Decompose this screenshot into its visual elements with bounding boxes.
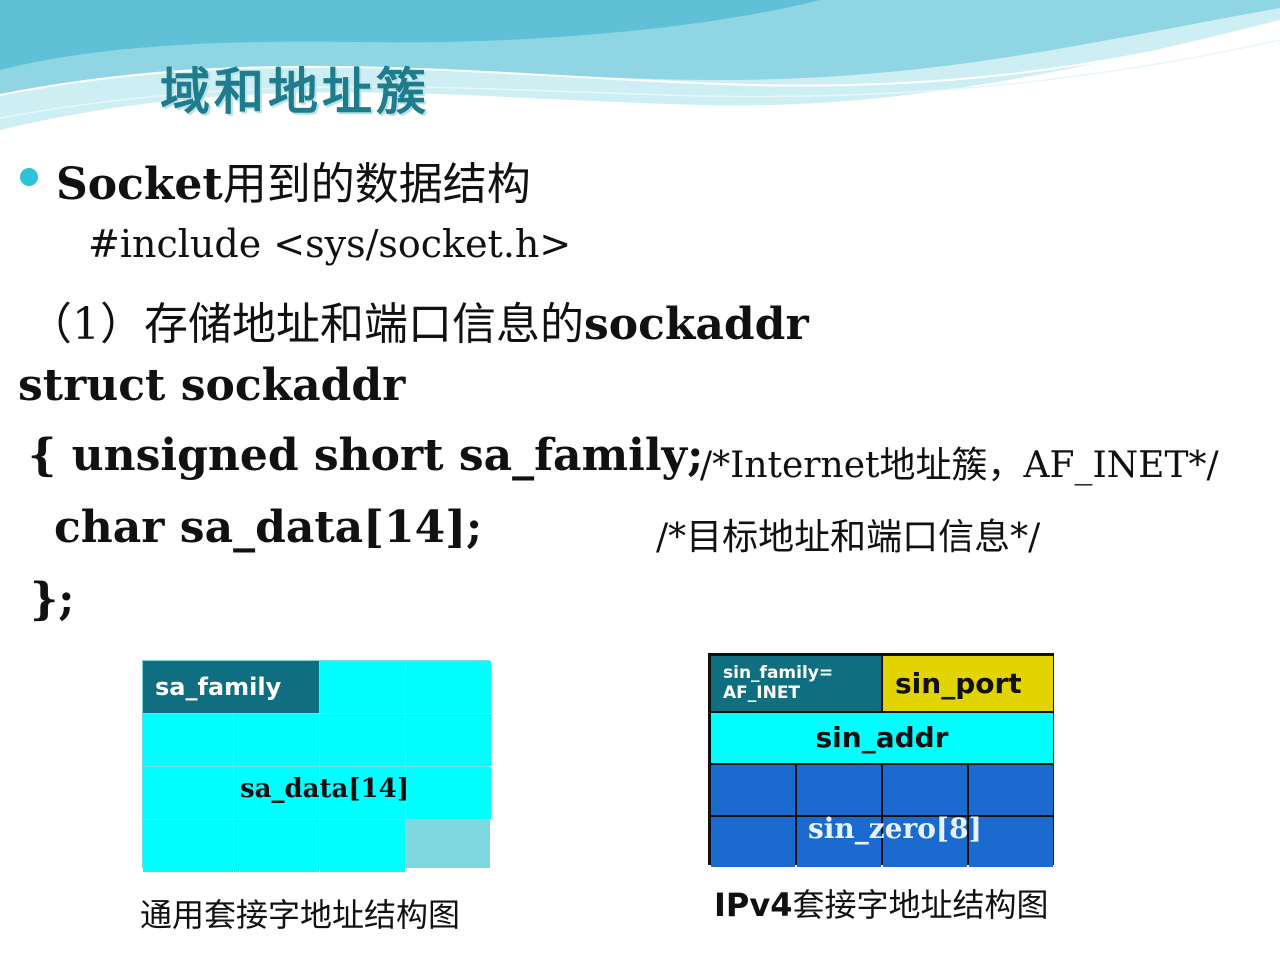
table-cell [320,820,405,872]
include-line: #include <sys/socket.h> [88,222,572,266]
table-cell [883,765,967,815]
generic-table-caption: 通用套接字地址结构图 [140,896,461,934]
sin-family-cell: sin_family= AF_INET [711,656,881,711]
sa-family-cell: sa_family [143,661,319,713]
code-family-line: { unsigned short sa_family; [28,430,704,481]
table-cell [797,817,881,867]
table-cell [969,817,1053,867]
bullet-cjk: 用到的数据结构 [222,159,531,210]
table-cell [797,765,881,815]
table-cell [234,714,319,766]
sin-addr-cell: sin_addr [711,713,1053,763]
sin-port-cell: sin_port [883,656,1053,711]
bullet-heading: Socket用到的数据结构 [56,148,531,212]
section-heading-cjk: （1）存储地址和端口信息的 [28,299,584,350]
table-cell [883,817,967,867]
sin-zero-label: sin_zero[8] [808,812,982,845]
sin-family-label: sin_family= [723,663,834,683]
table-cell [406,767,491,819]
ipv4-address-table: sin_family= AF_INET sin_port sin_addr [708,653,1054,867]
table-cell [320,714,405,766]
table-cell [969,765,1053,815]
table-cell [711,765,795,815]
sa-data-label: sa_data[14] [240,774,410,804]
code-struct-line: struct sockaddr [18,360,406,411]
code-data-comment: /*目标地址和端口信息*/ [656,517,1041,558]
slide-title: 域和地址簇 [160,62,430,121]
table-cell [406,714,491,766]
table-cell [234,820,319,872]
table-cell [711,817,795,867]
code-data-line: char sa_data[14]; [54,502,483,553]
bullet-dot-icon [20,168,38,186]
section-heading: （1）存储地址和端口信息的sockaddr [28,288,809,352]
table-cell [234,767,319,819]
ipv4-caption-cjk: 套接字地址结构图 [792,886,1049,924]
table-cell [320,661,405,713]
code-close-line: }; [30,574,75,625]
sin-family-value: AF_INET [723,683,801,703]
header-wave-decoration [0,0,1280,130]
table-cell [143,714,233,766]
generic-address-table: sa_family [142,660,491,872]
table-cell [143,767,233,819]
table-cell [143,820,233,872]
code-family-comment: /*Internet地址簇，AF_INET*/ [700,445,1219,486]
ipv4-caption-latin: IPv4 [714,886,793,924]
table-cell [320,767,405,819]
ipv4-table-caption: IPv4套接字地址结构图 [714,880,1049,926]
bullet-latin: Socket [56,159,223,210]
table-cell [406,661,491,713]
section-heading-latin: sockaddr [584,299,809,350]
